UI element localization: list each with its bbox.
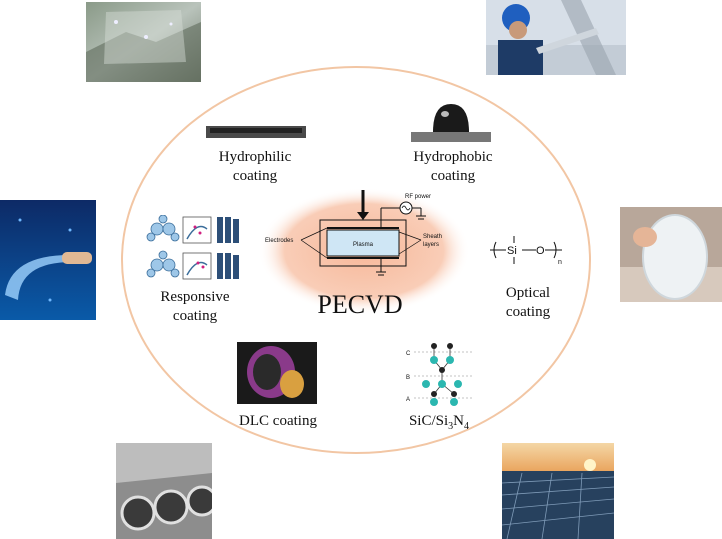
electrodes-label: Electrodes bbox=[265, 238, 293, 244]
pecvd-title: PECVD bbox=[317, 290, 403, 319]
pecvd-reactor-diagram: Plasma RF power Electrodes Sheath layers bbox=[265, 190, 442, 276]
sheath-label-line1: Sheath bbox=[423, 234, 442, 240]
hydrophobic-droplet-image bbox=[411, 104, 491, 142]
formula-si: Si bbox=[507, 245, 517, 257]
hydrophilic-label-line1: Hydrophilic bbox=[218, 149, 292, 165]
formula-o: O bbox=[536, 245, 545, 257]
windshield-photo bbox=[86, 2, 201, 82]
dlc-label: DLC coating bbox=[239, 413, 317, 429]
sic-mid: N bbox=[453, 413, 465, 429]
layer-c: C bbox=[406, 351, 411, 357]
hydrophobic-label: Hydrophobic coating bbox=[398, 148, 508, 186]
hydrophilic-film-image bbox=[206, 126, 306, 138]
engine-block-photo bbox=[116, 443, 212, 539]
siloxane-formula: Si O n bbox=[490, 236, 562, 266]
optical-label-line2: coating bbox=[505, 304, 551, 320]
sheath-label-line2: layers bbox=[423, 242, 439, 248]
plasma-label: Plasma bbox=[353, 242, 374, 248]
layer-a: A bbox=[406, 397, 410, 403]
hydrophilic-label-line2: coating bbox=[232, 168, 278, 184]
formula-n: n bbox=[558, 259, 562, 266]
responsive-label-line1: Responsive bbox=[160, 289, 230, 305]
optical-label: Optical coating bbox=[478, 284, 578, 322]
optical-label-line1: Optical bbox=[505, 285, 551, 301]
optical-lens-photo bbox=[620, 207, 722, 302]
solar-panel-photo bbox=[502, 443, 614, 539]
layer-b: B bbox=[406, 375, 410, 381]
sic-prefix: SiC/Si bbox=[408, 413, 449, 429]
hydrophilic-label: Hydrophilic coating bbox=[200, 148, 310, 186]
sic-sub1: 3 bbox=[448, 421, 454, 432]
sic-sub2: 4 bbox=[464, 421, 470, 432]
responsive-label: Responsive coating bbox=[140, 288, 250, 326]
responsive-label-line2: coating bbox=[172, 308, 218, 324]
rf-power-label: RF power bbox=[405, 194, 431, 200]
hydrophobic-label-line1: Hydrophobic bbox=[413, 149, 493, 165]
hydrophobic-label-line2: coating bbox=[430, 168, 476, 184]
flexible-screen-photo bbox=[0, 200, 96, 320]
sic-label: SiC/Si3N4 bbox=[384, 412, 494, 436]
responsive-structure-image bbox=[146, 215, 239, 280]
dlc-image bbox=[237, 342, 317, 404]
sic-lattice-image: C B A bbox=[406, 343, 474, 406]
lineman-photo bbox=[486, 0, 626, 75]
